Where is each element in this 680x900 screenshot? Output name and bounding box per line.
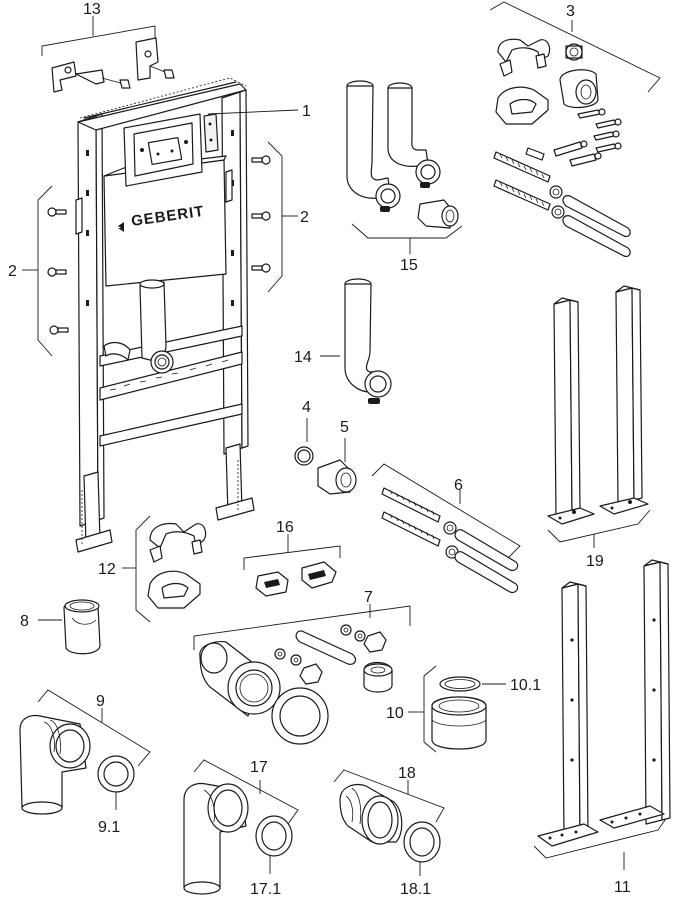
callout-13: 13 — [83, 1, 101, 18]
callout-4: 4 — [302, 399, 311, 416]
callout-10: 10 — [386, 705, 404, 722]
callout-18: 18 — [398, 765, 416, 782]
part-16-clips: 16 — [243, 519, 341, 597]
callout-9.1: 9.1 — [98, 819, 120, 836]
part-2-screws-left: 2 — [8, 185, 69, 357]
part-15-bend-pipes: 15 — [346, 80, 463, 274]
callout-19: 19 — [586, 553, 604, 570]
part-3-hardware-kit: 3 — [489, 1, 661, 257]
part-1-cistern-callout: 1 — [207, 103, 311, 120]
callout-11: 11 — [614, 879, 631, 896]
callout-18.1: 18.1 — [400, 881, 431, 898]
callout-17: 17 — [250, 759, 268, 776]
part-2-screws-right: 2 — [251, 141, 309, 293]
installation-frame: GEBERIT — [75, 77, 255, 553]
callout-15: 15 — [400, 257, 418, 274]
part-9-bend: 9 9.1 — [19, 689, 151, 836]
part-14-bend-pipe: 14 — [294, 278, 392, 404]
callout-16: 16 — [276, 519, 294, 536]
callout-5: 5 — [340, 419, 349, 436]
part-10-adapter: 10 10.1 — [386, 665, 541, 753]
callout-12: 12 — [98, 561, 116, 578]
part-19-short-legs: 19 — [547, 285, 651, 570]
callout-17.1: 17.1 — [250, 881, 281, 898]
callout-2a: 2 — [8, 263, 17, 280]
part-12-pipe-clamps: 12 — [98, 515, 207, 623]
callout-1: 1 — [302, 103, 311, 120]
callout-7: 7 — [364, 589, 373, 606]
part-6-rods-kit: 6 — [371, 463, 521, 593]
part-18-connector: 18 18.1 — [333, 765, 445, 898]
part-8-sleeve: 8 — [20, 599, 101, 655]
callout-14: 14 — [294, 349, 312, 366]
callout-8: 8 — [20, 613, 29, 630]
callout-6: 6 — [454, 477, 463, 494]
part-11-tall-legs: 11 — [533, 559, 671, 896]
part-17-bend: 17 17.1 — [183, 759, 299, 898]
callout-9: 9 — [96, 693, 105, 710]
part-13-wall-brackets: 13 — [41, 1, 175, 93]
callout-10.1: 10.1 — [510, 677, 541, 694]
callout-2b: 2 — [300, 209, 309, 226]
part-4-5-seal-connector: 4 5 — [294, 399, 357, 495]
part-7-connection-kit: 7 — [193, 589, 411, 745]
callout-3: 3 — [566, 3, 575, 20]
